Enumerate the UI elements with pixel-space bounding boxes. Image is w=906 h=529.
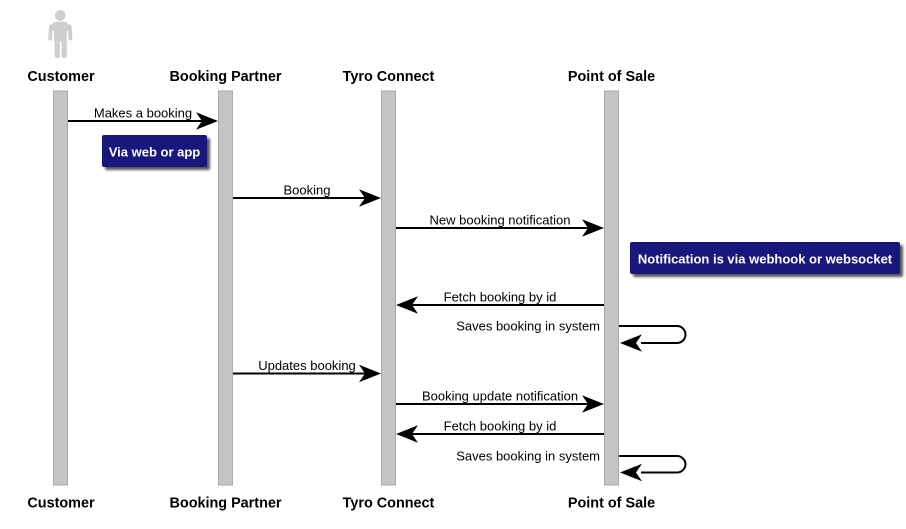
- svg-text:New booking notification: New booking notification: [430, 213, 571, 228]
- svg-text:Via web or app: Via web or app: [109, 145, 201, 160]
- svg-text:Saves booking in system: Saves booking in system: [456, 449, 600, 464]
- svg-text:Customer: Customer: [27, 496, 95, 512]
- svg-text:Makes a booking: Makes a booking: [94, 106, 192, 121]
- svg-text:Tyro Connect: Tyro Connect: [343, 69, 435, 85]
- svg-text:Fetch booking by id: Fetch booking by id: [444, 290, 557, 305]
- svg-text:Booking Partner: Booking Partner: [170, 69, 282, 85]
- svg-text:Customer: Customer: [27, 69, 95, 85]
- svg-text:Saves booking in system: Saves booking in system: [456, 319, 600, 334]
- svg-text:Booking update notification: Booking update notification: [422, 389, 578, 404]
- svg-text:Point of Sale: Point of Sale: [568, 69, 655, 85]
- svg-text:Fetch booking by id: Fetch booking by id: [444, 419, 557, 434]
- svg-text:Booking: Booking: [284, 182, 331, 197]
- svg-text:Tyro Connect: Tyro Connect: [343, 496, 435, 512]
- svg-text:Updates booking: Updates booking: [258, 358, 356, 373]
- svg-text:Notification is via webhook or: Notification is via webhook or websocket: [638, 252, 893, 267]
- svg-text:Booking Partner: Booking Partner: [170, 496, 282, 512]
- svg-text:Point of Sale: Point of Sale: [568, 496, 655, 512]
